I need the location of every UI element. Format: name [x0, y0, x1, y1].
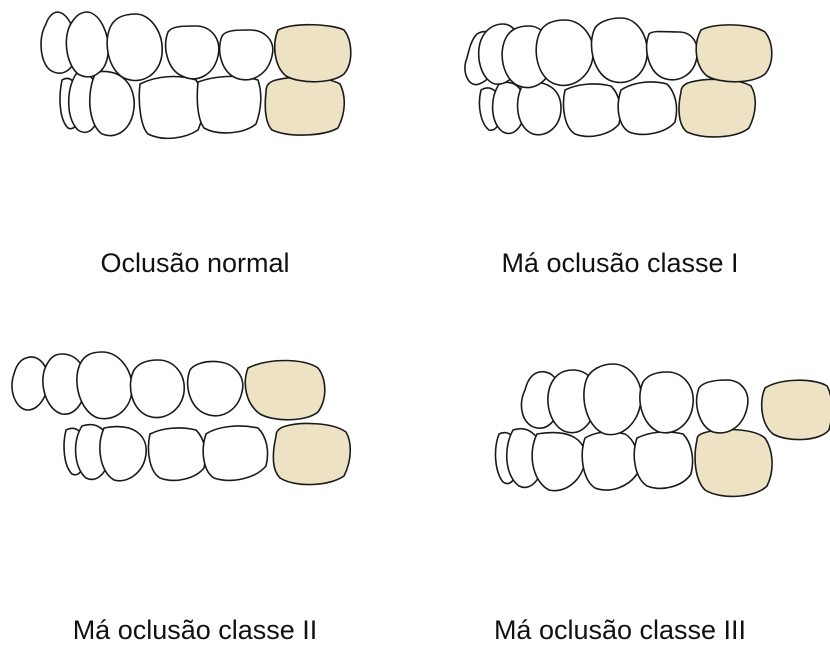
- lower-molar: [695, 430, 772, 497]
- lower-molar: [273, 424, 350, 485]
- caption-normal-occlusion: Oclusão normal: [0, 248, 390, 279]
- caption-class-iii: Má oclusão classe III: [415, 615, 825, 646]
- lower-tooth: [634, 432, 692, 488]
- upper-molar: [762, 380, 830, 439]
- upper-tooth: [697, 380, 748, 433]
- teeth-illustration-normal: [0, 0, 415, 330]
- lower-molar: [679, 79, 755, 137]
- lower-tooth: [139, 77, 203, 139]
- upper-tooth: [188, 361, 243, 415]
- diagram-panel-normal-occlusion: Oclusão normal: [0, 0, 415, 330]
- lower-molar: [265, 77, 344, 135]
- lower-tooth: [90, 71, 134, 135]
- upper-tooth: [640, 372, 693, 433]
- upper-molar: [275, 25, 351, 82]
- upper-tooth: [107, 14, 162, 81]
- lower-tooth: [197, 76, 261, 133]
- diagram-panel-class-ii: Má oclusão classe II: [0, 330, 415, 660]
- upper-tooth: [647, 32, 698, 80]
- upper-molar: [245, 361, 324, 420]
- upper-tooth: [166, 26, 219, 79]
- upper-tooth: [66, 12, 108, 77]
- caption-class-i: Má oclusão classe I: [425, 248, 815, 279]
- lower-tooth: [532, 433, 585, 491]
- lower-tooth: [582, 432, 638, 490]
- teeth-illustration-class-ii: [0, 330, 415, 660]
- lower-tooth: [563, 84, 620, 136]
- lower-tooth: [518, 82, 561, 134]
- upper-tooth: [536, 20, 593, 85]
- caption-class-ii: Má oclusão classe II: [0, 615, 390, 646]
- lower-tooth: [148, 428, 205, 480]
- upper-tooth: [77, 352, 132, 419]
- lower-tooth: [618, 82, 676, 134]
- upper-tooth: [130, 360, 184, 418]
- diagram-panel-class-i: Má oclusão classe I: [415, 0, 830, 330]
- diagram-panel-class-iii: Má oclusão classe III: [415, 330, 830, 660]
- upper-tooth: [220, 30, 273, 80]
- teeth-illustration-class-i: [415, 0, 830, 330]
- lower-tooth: [100, 427, 146, 481]
- upper-tooth: [591, 18, 647, 83]
- upper-molar: [696, 25, 772, 82]
- teeth-illustration-class-iii: [415, 330, 830, 660]
- lower-tooth: [203, 426, 267, 480]
- upper-tooth: [584, 364, 641, 435]
